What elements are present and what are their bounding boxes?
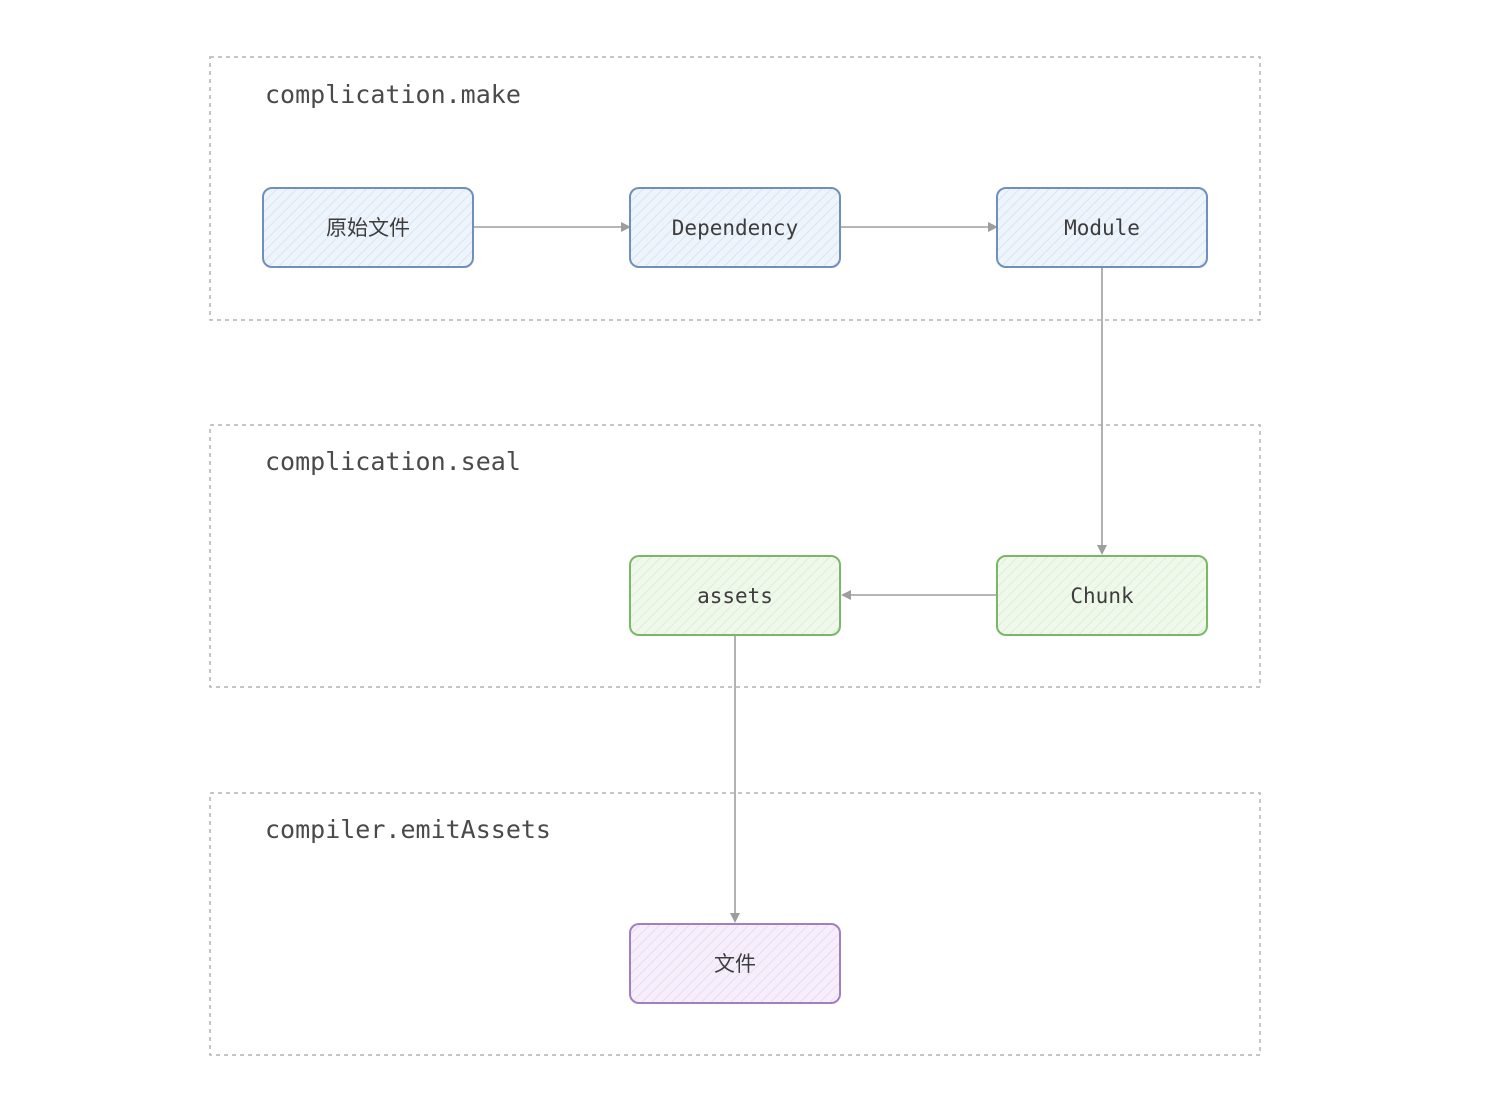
node-module: Module bbox=[996, 187, 1208, 268]
arrowhead-file bbox=[730, 913, 740, 923]
stage-make: complication.make bbox=[209, 56, 1261, 321]
node-assets: assets bbox=[629, 555, 841, 636]
arrowhead-dependency bbox=[621, 222, 631, 232]
node-chunk: Chunk bbox=[996, 555, 1208, 636]
node-dependency: Dependency bbox=[629, 187, 841, 268]
node-file-box bbox=[629, 923, 841, 1004]
node-dependency-box bbox=[629, 187, 841, 268]
arrowhead-chunk bbox=[1097, 545, 1107, 555]
node-module-box bbox=[996, 187, 1208, 268]
stage-make-title: complication.make bbox=[265, 80, 521, 109]
stage-emit-title: compiler.emitAssets bbox=[265, 815, 551, 844]
node-source: 原始文件 bbox=[262, 187, 474, 268]
node-source-label: 原始文件 bbox=[326, 216, 410, 240]
node-file: 文件 bbox=[629, 923, 841, 1004]
stage-emit: compiler.emitAssets bbox=[209, 792, 1261, 1056]
node-dependency-label: Dependency bbox=[672, 216, 798, 240]
node-chunk-label: Chunk bbox=[1070, 584, 1134, 608]
stage-seal-title: complication.seal bbox=[265, 447, 521, 476]
edges bbox=[473, 222, 1107, 923]
node-file-label: 文件 bbox=[714, 952, 756, 976]
node-assets-label: assets bbox=[697, 584, 773, 608]
node-module-label: Module bbox=[1064, 216, 1140, 240]
node-chunk-box bbox=[996, 555, 1208, 636]
node-source-box bbox=[262, 187, 474, 268]
arrowhead-module bbox=[988, 222, 998, 232]
arrowhead-assets bbox=[841, 590, 851, 600]
node-assets-box bbox=[629, 555, 841, 636]
stage-seal: complication.seal bbox=[209, 424, 1261, 688]
